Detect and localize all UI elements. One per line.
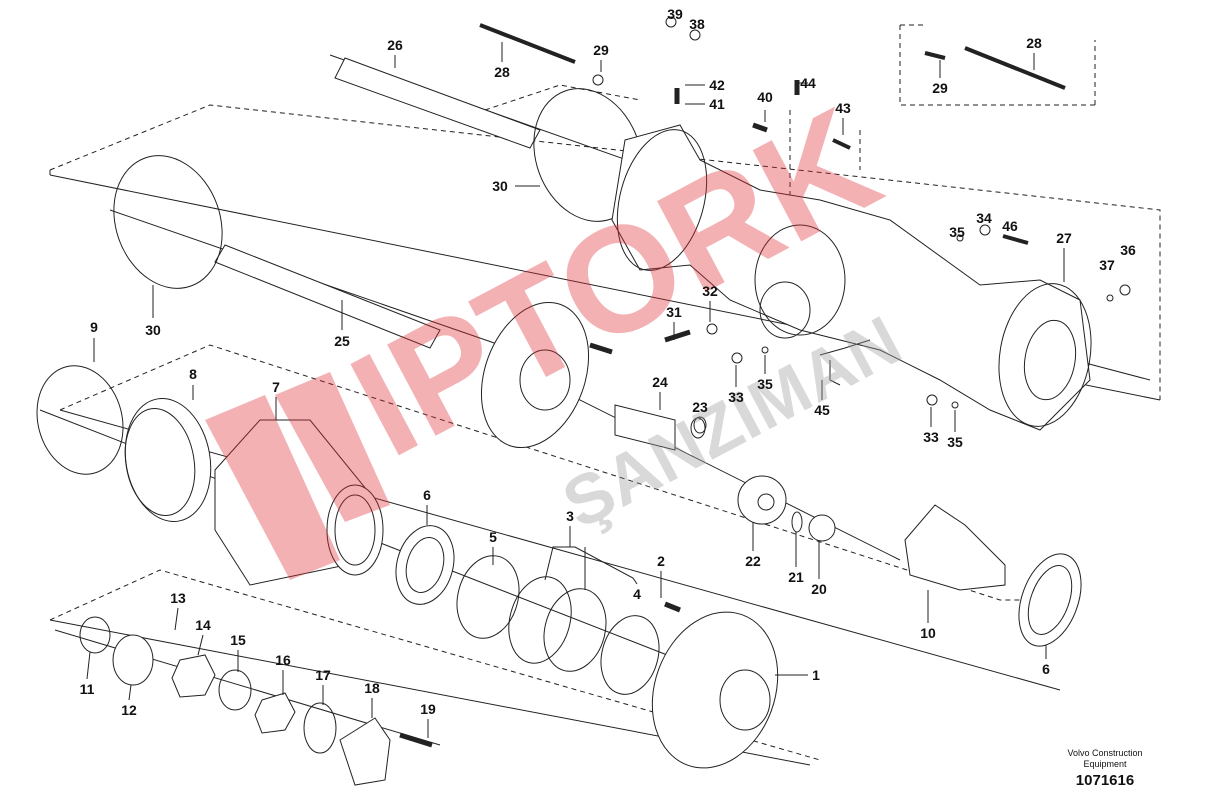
callout-part-45: 45 — [814, 402, 830, 418]
callout-part-36: 36 — [1120, 242, 1136, 258]
callout-part-15: 15 — [230, 632, 246, 648]
callout-part-23: 23 — [692, 399, 708, 415]
brand-line2: Equipment — [1083, 759, 1127, 769]
callout-part-4: 4 — [633, 586, 641, 602]
callout-part-6: 6 — [423, 487, 431, 503]
callout-part-44: 44 — [800, 75, 816, 91]
callout-part-41: 41 — [709, 96, 725, 112]
diagram-number: 1071616 — [1075, 772, 1135, 789]
callout-part-31: 31 — [666, 304, 682, 320]
callout-part-35: 35 — [757, 376, 773, 392]
callout-part-12: 12 — [121, 702, 137, 718]
callout-part-24: 24 — [652, 374, 668, 390]
callout-part-1: 1 — [812, 667, 820, 683]
callout-part-30: 30 — [492, 178, 508, 194]
callout-part-29: 29 — [593, 42, 609, 58]
callout-part-28: 28 — [1026, 35, 1042, 51]
callout-part-2: 2 — [657, 553, 665, 569]
callout-part-11: 11 — [79, 681, 95, 697]
callout-part-19: 19 — [420, 701, 436, 717]
callout-part-26: 26 — [387, 37, 403, 53]
callout-part-21: 21 — [788, 569, 804, 585]
callout-part-14: 14 — [195, 617, 211, 633]
callout-part-39: 39 — [667, 6, 683, 22]
callout-part-35: 35 — [947, 434, 963, 450]
callout-part-29: 29 — [932, 80, 948, 96]
brand-block: Volvo Construction Equipment 1071616 — [1040, 748, 1170, 789]
callout-part-40: 40 — [757, 89, 773, 105]
callout-part-17: 17 — [315, 667, 331, 683]
callout-part-25: 25 — [334, 333, 350, 349]
callout-part-3: 3 — [566, 508, 574, 524]
callout-part-20: 20 — [811, 581, 827, 597]
callout-part-18: 18 — [364, 680, 380, 696]
brand-line1: Volvo Construction — [1067, 748, 1143, 758]
callout-part-37: 37 — [1099, 257, 1115, 273]
callout-part-27: 27 — [1056, 230, 1072, 246]
callout-part-10: 10 — [920, 625, 936, 641]
callout-part-7: 7 — [272, 379, 280, 395]
callout-part-6: 6 — [1042, 661, 1050, 677]
callout-part-33: 33 — [923, 429, 939, 445]
callout-part-33: 33 — [728, 389, 744, 405]
callout-part-42: 42 — [709, 77, 725, 93]
callout-part-16: 16 — [275, 652, 291, 668]
callout-part-5: 5 — [489, 529, 497, 545]
callout-part-35: 35 — [949, 224, 965, 240]
callout-part-32: 32 — [702, 283, 718, 299]
callout-part-30: 30 — [145, 322, 161, 338]
callout-part-34: 34 — [976, 210, 992, 226]
callout-part-38: 38 — [689, 16, 705, 32]
callout-part-46: 46 — [1002, 218, 1018, 234]
callout-part-8: 8 — [189, 366, 197, 382]
callout-part-9: 9 — [90, 319, 98, 335]
callout-part-22: 22 — [745, 553, 761, 569]
callout-part-43: 43 — [835, 100, 851, 116]
callout-part-13: 13 — [170, 590, 186, 606]
callout-part-28: 28 — [494, 64, 510, 80]
